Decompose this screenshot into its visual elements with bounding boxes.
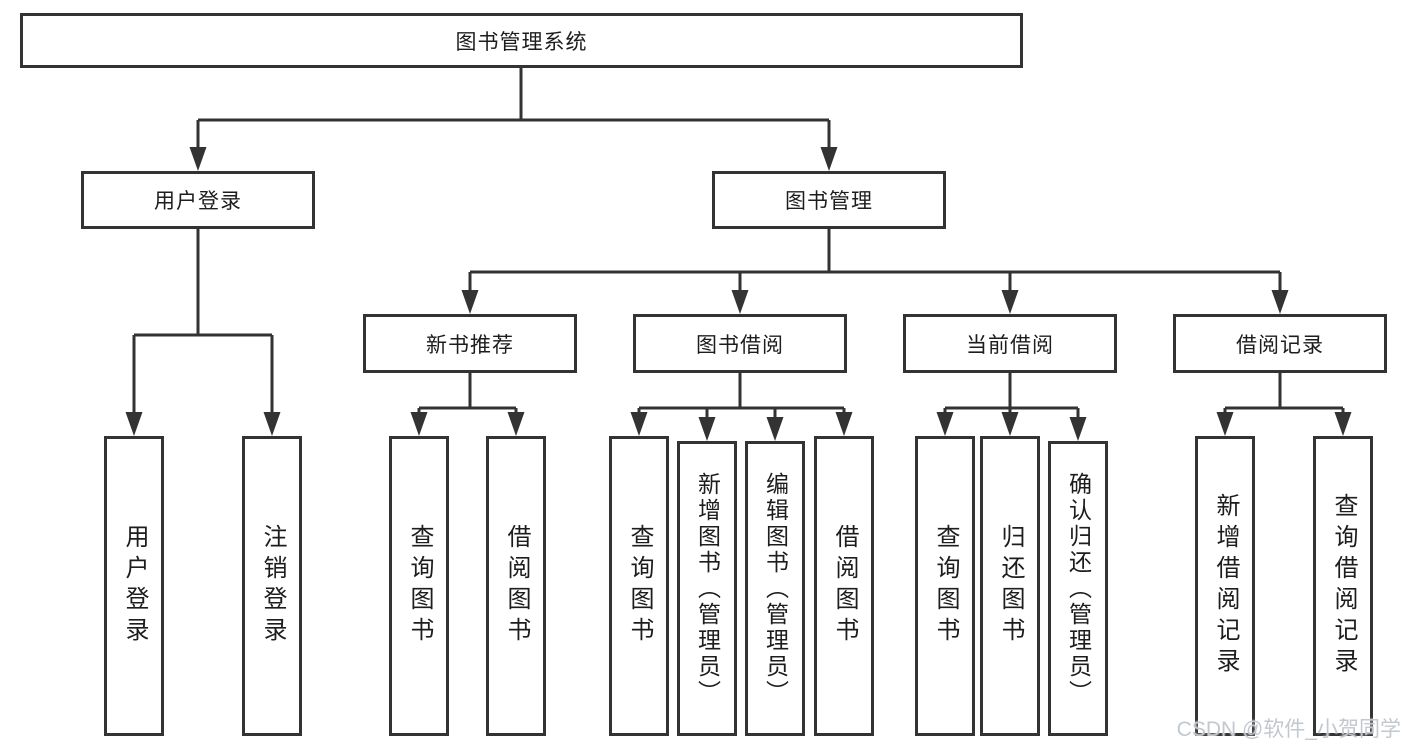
node-label: 确认归还（管理员）: [1065, 471, 1092, 706]
arrow-down-icon: [1216, 412, 1234, 436]
node-label: 查询借阅记录: [1330, 493, 1357, 679]
node-label: 用户登录: [154, 190, 242, 213]
node-label: 查询图书: [932, 524, 959, 648]
node-label: 新书推荐: [426, 333, 514, 357]
node-new-book-recommendation: 新书推荐: [363, 314, 577, 373]
node-label: 查询图书: [406, 524, 433, 648]
node-label: 用户登录: [121, 524, 148, 648]
leaf-edit-books-admin: 编辑图书（管理员）: [745, 441, 805, 736]
node-label: 查询图书: [626, 524, 653, 648]
arrow-down-icon: [189, 147, 207, 171]
node-label: 图书管理: [785, 190, 873, 213]
arrow-down-icon: [731, 290, 749, 314]
arrow-down-icon: [698, 417, 716, 441]
arrow-down-icon: [263, 412, 281, 436]
leaf-query-books-3: 查询图书: [915, 436, 975, 736]
node-label: 借阅图书: [503, 524, 530, 648]
node-book-management: 图书管理: [712, 171, 946, 229]
arrow-down-icon: [630, 412, 648, 436]
node-label: 图书借阅: [696, 333, 784, 357]
arrow-down-icon: [1271, 290, 1289, 314]
node-label: 借阅图书: [831, 524, 858, 648]
node-label: 新增图书（管理员）: [694, 471, 721, 706]
leaf-query-books-2: 查询图书: [609, 436, 669, 736]
node-label: 注销登录: [259, 524, 286, 648]
arrow-down-icon: [820, 147, 838, 171]
node-current-borrowing: 当前借阅: [903, 314, 1117, 373]
watermark: CSDN @软件_小贺同学: [1176, 718, 1401, 741]
leaf-user-login: 用户登录: [104, 436, 164, 736]
arrow-down-icon: [835, 412, 853, 436]
node-library-management-system: 图书管理系统: [20, 13, 1023, 68]
node-label: 归还图书: [997, 524, 1024, 648]
node-label: 编辑图书（管理员）: [762, 471, 789, 706]
arrow-down-icon: [461, 290, 479, 314]
node-book-borrowing: 图书借阅: [633, 314, 847, 373]
node-user-login: 用户登录: [81, 171, 315, 229]
leaf-borrow-books-2: 借阅图书: [814, 436, 874, 736]
arrow-down-icon: [936, 412, 954, 436]
leaf-query-books-1: 查询图书: [389, 436, 449, 736]
arrow-down-icon: [507, 412, 525, 436]
leaf-logout: 注销登录: [242, 436, 302, 736]
leaf-add-borrow-record: 新增借阅记录: [1195, 436, 1255, 736]
node-label: 当前借阅: [966, 333, 1054, 357]
leaf-add-books-admin: 新增图书（管理员）: [677, 441, 737, 736]
node-label: 借阅记录: [1236, 333, 1324, 357]
leaf-return-books: 归还图书: [980, 436, 1040, 736]
arrow-down-icon: [410, 412, 428, 436]
arrow-down-icon: [1334, 412, 1352, 436]
arrow-down-icon: [1001, 290, 1019, 314]
node-label: 图书管理系统: [455, 30, 588, 54]
leaf-confirm-return-admin: 确认归还（管理员）: [1048, 441, 1108, 736]
arrow-down-icon: [766, 417, 784, 441]
node-label: 新增借阅记录: [1212, 493, 1239, 679]
arrow-down-icon: [1069, 417, 1087, 441]
arrow-down-icon: [1001, 412, 1019, 436]
node-borrowing-records: 借阅记录: [1173, 314, 1387, 373]
leaf-borrow-books-1: 借阅图书: [486, 436, 546, 736]
arrow-down-icon: [125, 412, 143, 436]
leaf-query-borrow-record: 查询借阅记录: [1313, 436, 1373, 736]
